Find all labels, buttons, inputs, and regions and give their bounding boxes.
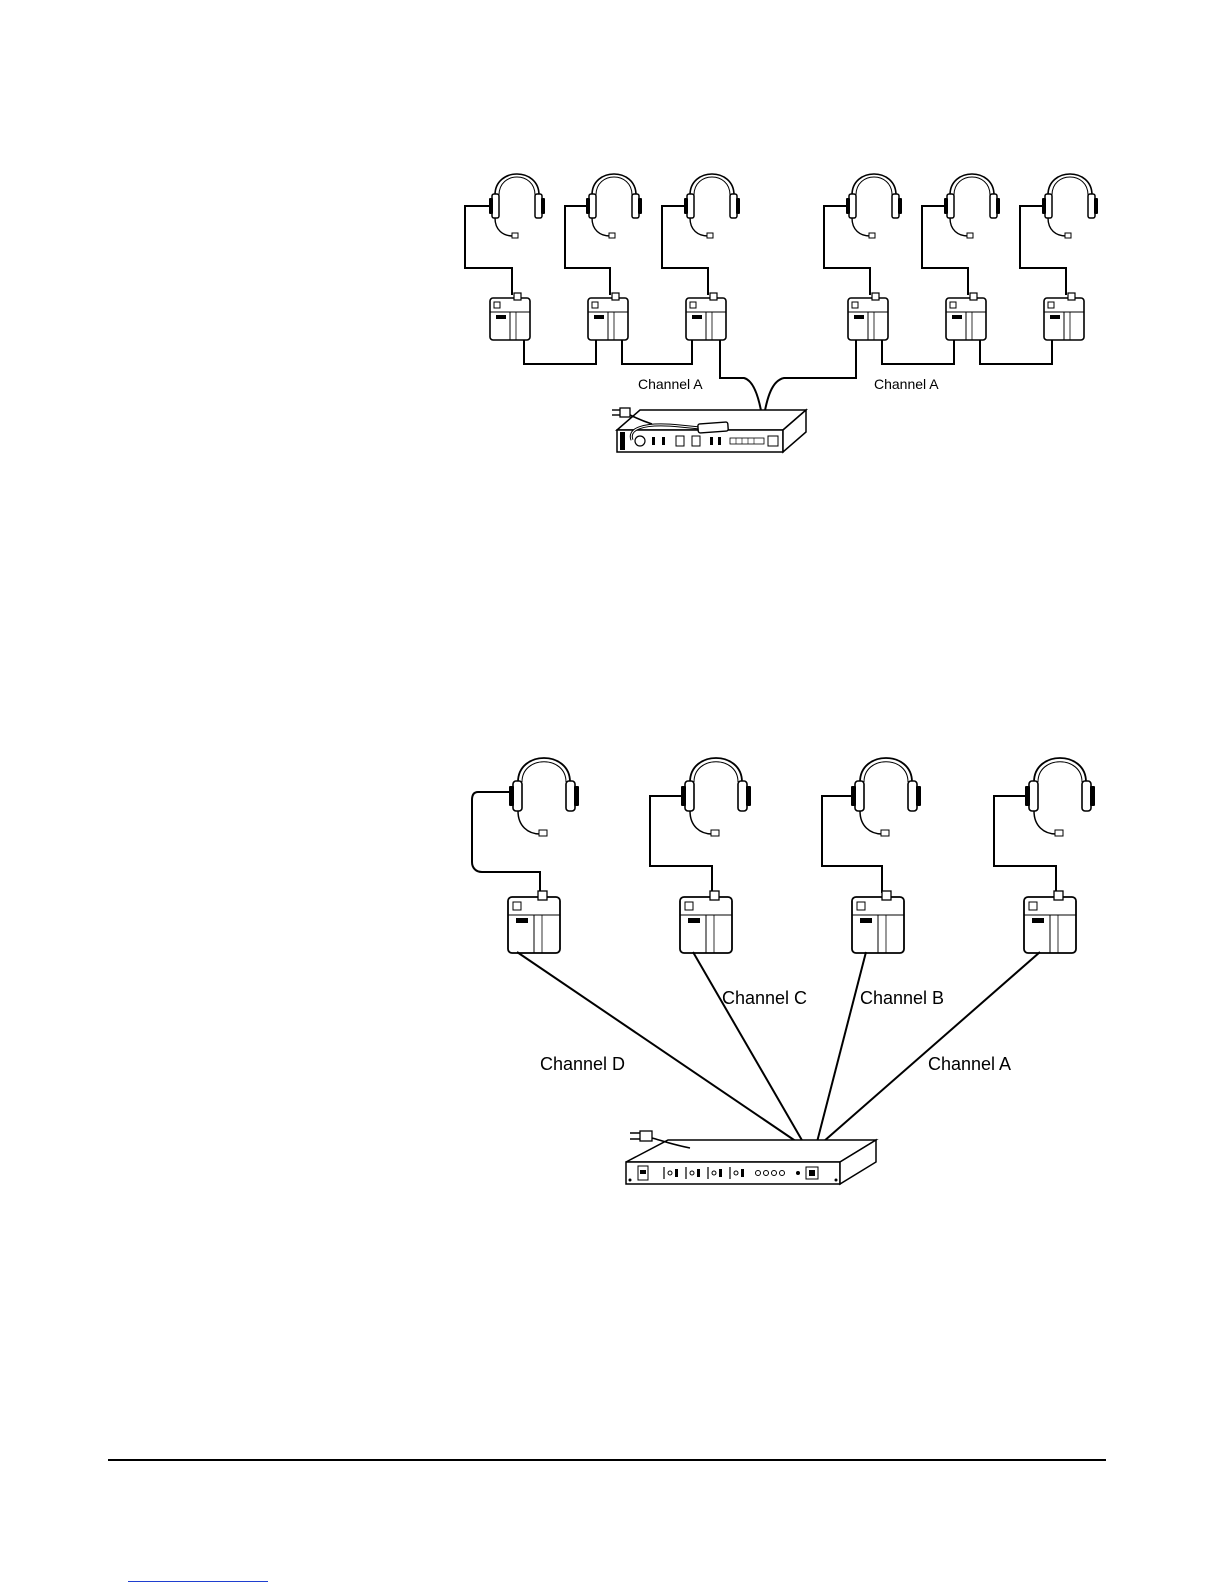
headset-icon bbox=[1025, 758, 1095, 836]
headset-cables-bottom bbox=[472, 792, 1056, 893]
headset-icon bbox=[846, 174, 902, 238]
diagram-bottom: Channel D Channel C Channel B Channel A bbox=[472, 758, 1095, 1184]
beltpack-icon bbox=[508, 891, 560, 953]
beltpack-icon bbox=[1044, 293, 1084, 340]
headset-icon bbox=[509, 758, 579, 836]
beltpack-icon bbox=[1024, 891, 1076, 953]
channel-cables-bottom bbox=[517, 952, 1040, 1142]
channel-label: Channel C bbox=[722, 988, 807, 1008]
headset-icon bbox=[684, 174, 740, 238]
beltpack-icon bbox=[680, 891, 732, 953]
channel-label: Channel B bbox=[860, 988, 944, 1008]
beltpack-icon bbox=[946, 293, 986, 340]
headset-icon bbox=[489, 174, 545, 238]
headset-icon bbox=[944, 174, 1000, 238]
headset-icon bbox=[1042, 174, 1098, 238]
headset-icon bbox=[851, 758, 921, 836]
channel-label: Channel A bbox=[874, 376, 939, 392]
channel-label: Channel A bbox=[638, 376, 703, 392]
beltpack-icon bbox=[852, 891, 904, 953]
channel-label: Channel D bbox=[540, 1054, 625, 1074]
headset-icon bbox=[681, 758, 751, 836]
diagram-top: Channel A Channel A bbox=[465, 174, 1098, 452]
channel-cables-top bbox=[524, 340, 1052, 416]
beltpack-icon bbox=[686, 293, 726, 340]
beltpack-icon bbox=[490, 293, 530, 340]
footer-link-underline[interactable] bbox=[128, 1581, 268, 1582]
beltpack-icon bbox=[588, 293, 628, 340]
beltpack-icon bbox=[848, 293, 888, 340]
master-station-icon bbox=[626, 1140, 876, 1184]
headset-icon bbox=[586, 174, 642, 238]
headset-cables-top bbox=[465, 206, 1066, 295]
channel-label: Channel A bbox=[928, 1054, 1011, 1074]
footer-divider bbox=[108, 1459, 1106, 1461]
